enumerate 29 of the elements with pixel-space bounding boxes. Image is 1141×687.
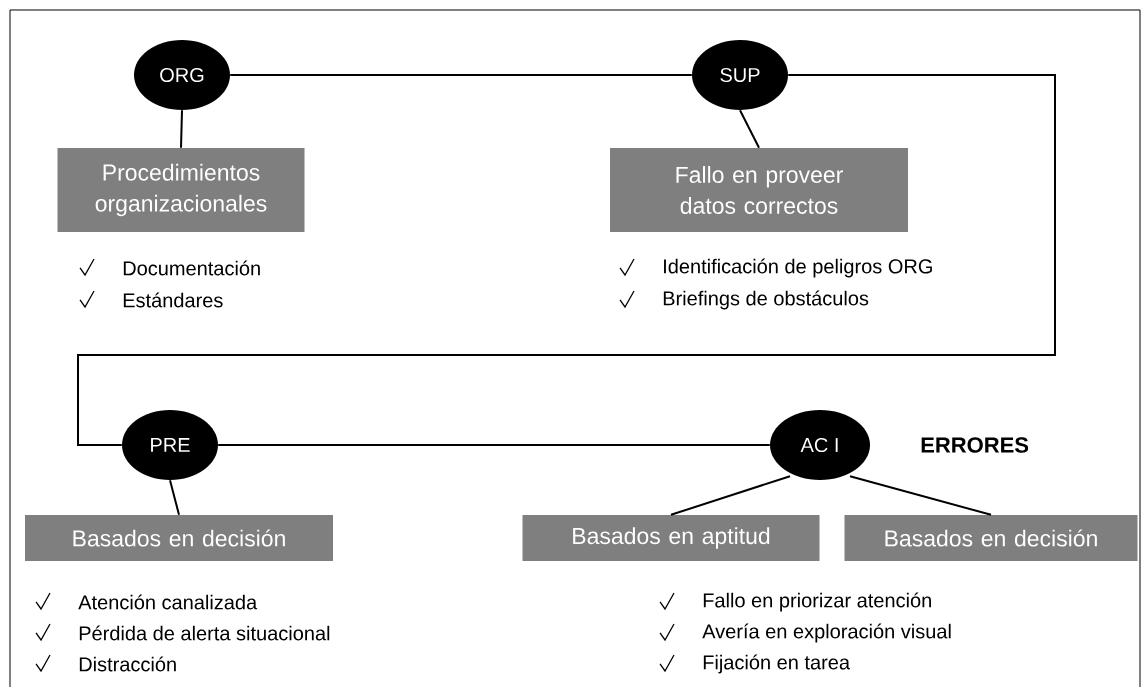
connector-line [77,74,1056,446]
ellipse-node: PRE [122,410,218,480]
category-box: Basados en decisión [25,515,333,561]
list-item: Fallo en priorizar atención [703,592,931,612]
list-item: Estándares [123,292,223,308]
connector-line [180,109,183,149]
connector-line [849,475,992,516]
connector-line [169,479,180,516]
connector-line [229,74,693,76]
heading-text: ERRORES [921,437,1029,453]
connector-line [670,475,791,516]
list-item: Documentación [123,260,260,276]
category-box: Basados en decisión [844,515,1138,561]
connector-line [739,109,760,149]
ellipse-node: AC I [770,410,870,480]
ellipse-node: SUP [692,40,788,110]
node-label: Basados en decisión [885,529,1097,547]
list-item: Fijación en tarea [703,654,850,674]
category-box: Fallo en proveer datos correctos [610,148,908,232]
ellipse-node: ORG [134,40,230,110]
list-item: Briefings de obstáculos [663,290,869,310]
list-item: Avería en exploración visual [702,623,951,643]
list-item: Identificación de peligros ORG [664,258,932,278]
category-box: Procedimientos organizacionales [57,148,305,232]
list-item: Pérdida de alerta situacional [79,625,330,641]
category-box: Basados en aptitud [522,515,820,561]
connector-line [217,444,771,446]
list-item: Atención canalizada [78,594,258,610]
list-item: Distracción [79,656,176,672]
